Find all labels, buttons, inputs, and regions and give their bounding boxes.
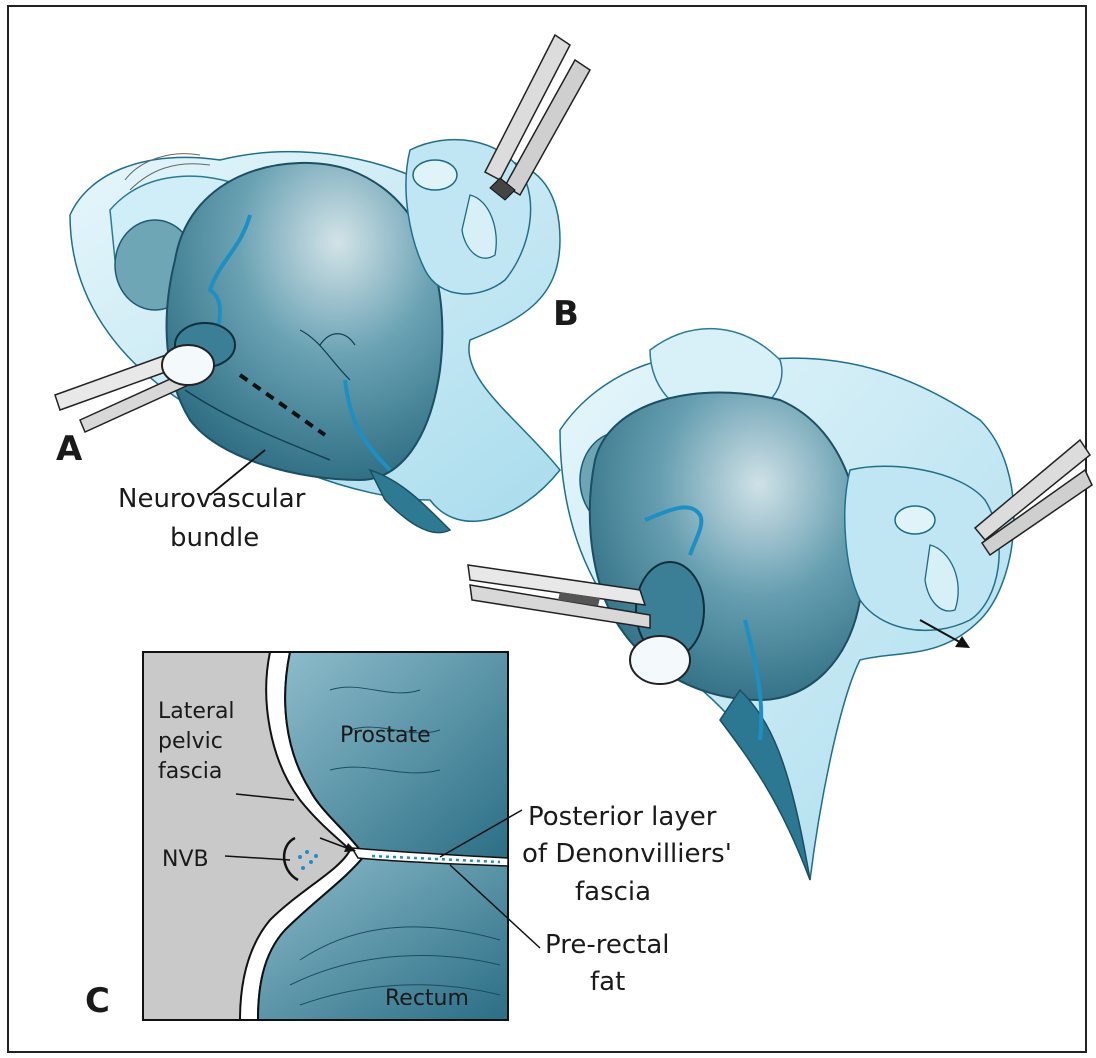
nvb-label-line1: Neurovascular	[118, 484, 306, 514]
panel-c-letter: C	[85, 981, 110, 1021]
posterior-layer-line1: Posterior layer	[528, 802, 717, 832]
prerectal-fat-line1: Pre-rectal	[545, 930, 669, 960]
prostate-label: Prostate	[340, 723, 431, 748]
nvb-label-line2: bundle	[170, 523, 259, 553]
lateral-fascia-line1: Lateral	[158, 699, 235, 724]
posterior-layer-line3: fascia	[575, 877, 651, 907]
lateral-fascia-line3: fascia	[158, 759, 222, 784]
rectum-label: Rectum	[385, 986, 469, 1011]
posterior-layer-line2: of Denonvilliers'	[522, 839, 732, 869]
lateral-fascia-line2: pelvic	[158, 729, 223, 754]
prerectal-fat-line2: fat	[590, 967, 625, 997]
panel-b-letter: B	[553, 294, 579, 334]
panel-a-letter: A	[56, 429, 83, 469]
nvb-inset-label: NVB	[162, 847, 209, 872]
